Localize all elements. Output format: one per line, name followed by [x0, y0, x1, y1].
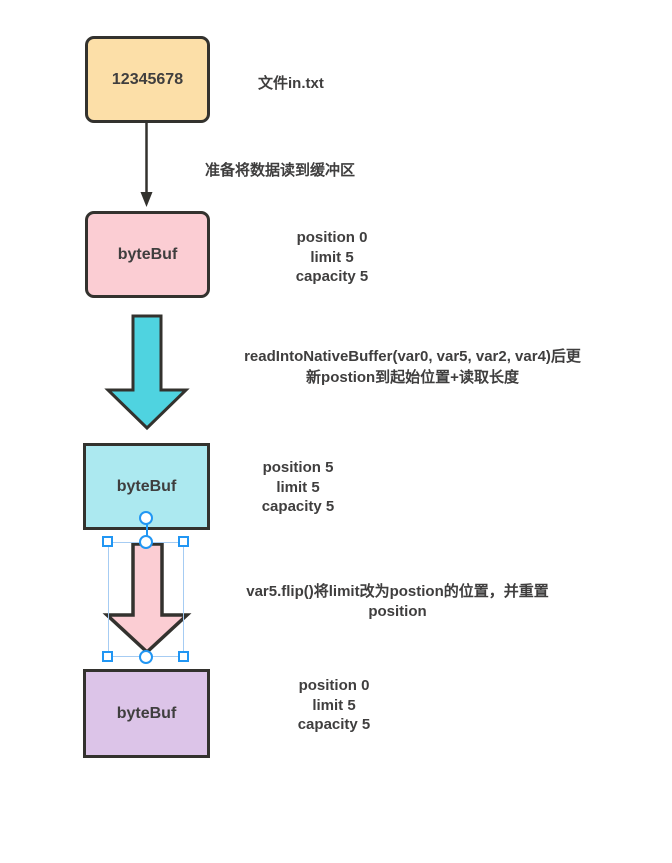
bytebuf-box-2-label: byteBuf: [116, 477, 177, 495]
bytebuf-state-2[interactable]: position 5 limit 5 capacity 5: [218, 458, 378, 517]
flow-arrowhead-icon: [140, 192, 153, 207]
big-arrow-cyan[interactable]: [104, 314, 190, 431]
selection-handle-bottom-center[interactable]: [139, 650, 153, 664]
file-box-label: 12345678: [111, 70, 184, 88]
bytebuf-box-3[interactable]: byteBuf: [83, 669, 210, 758]
step2-annotation[interactable]: readIntoNativeBuffer(var0, var5, var2, v…: [205, 346, 620, 388]
step2-annotation-line1: readIntoNativeBuffer(var0, var5, var2, v…: [244, 348, 581, 365]
state-2-position: position 5: [262, 459, 334, 476]
step3-annotation-line2: position: [368, 603, 427, 620]
step3-annotation-line1: var5.flip()将limit改为postion的位置，并重置: [246, 583, 549, 600]
step2-annotation-line2: 新postion到起始位置+读取长度: [306, 369, 519, 386]
state-3-limit: limit 5: [312, 696, 356, 714]
selection-handle-ne[interactable]: [178, 536, 189, 547]
selection-connector-line: [145, 518, 148, 543]
selection-handle-nw[interactable]: [102, 536, 113, 547]
selection-handle-se[interactable]: [178, 651, 189, 662]
state-1-position: position 0: [296, 229, 368, 246]
bytebuf-state-3[interactable]: position 0 limit 5 capacity 5: [254, 676, 414, 735]
state-1-capacity: capacity 5: [295, 268, 369, 285]
bytebuf-box-1-label: byteBuf: [117, 245, 178, 263]
bytebuf-state-1[interactable]: position 0 limit 5 capacity 5: [252, 228, 412, 287]
bytebuf-box-1[interactable]: byteBuf: [85, 211, 210, 298]
big-arrow-pink-selected[interactable]: [102, 542, 192, 655]
file-name-annotation[interactable]: 文件in.txt: [258, 75, 324, 92]
state-3-capacity: capacity 5: [297, 716, 371, 733]
step3-annotation[interactable]: var5.flip()将limit改为postion的位置，并重置 positi…: [215, 582, 580, 622]
state-2-capacity: capacity 5: [261, 498, 335, 515]
state-2-limit: limit 5: [276, 478, 320, 496]
flow-arrow-file-to-buf1[interactable]: [140, 123, 153, 207]
selection-box: [108, 542, 184, 657]
selection-handle-top-center[interactable]: [139, 535, 153, 549]
step1-annotation[interactable]: 准备将数据读到缓冲区: [205, 162, 356, 179]
file-box[interactable]: 12345678: [85, 36, 210, 123]
selection-handle-sw[interactable]: [102, 651, 113, 662]
state-1-limit: limit 5: [310, 248, 354, 266]
bytebuf-box-3-label: byteBuf: [116, 704, 177, 722]
state-3-position: position 0: [298, 677, 370, 694]
connection-point-handle[interactable]: [139, 511, 153, 525]
